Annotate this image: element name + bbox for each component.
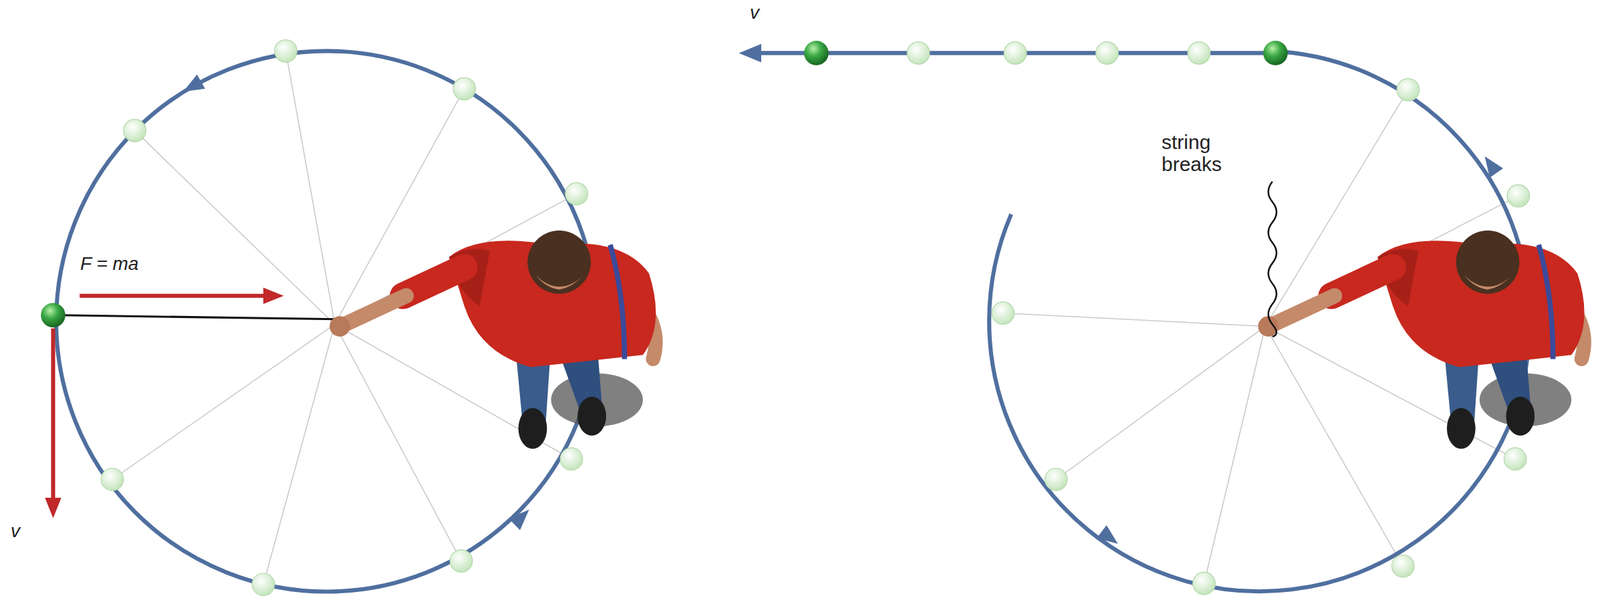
broken-string bbox=[1268, 181, 1277, 337]
direction-arrow bbox=[183, 74, 206, 92]
velocity-arrow bbox=[738, 44, 762, 63]
ball bbox=[40, 302, 66, 328]
force-arrow bbox=[79, 288, 284, 305]
ball bbox=[1263, 40, 1288, 66]
ball bbox=[804, 40, 829, 66]
direction-arrow bbox=[1485, 156, 1504, 178]
velocity-arrow bbox=[44, 328, 61, 519]
direction-arrow bbox=[1096, 525, 1119, 545]
force-label: F = ma bbox=[80, 253, 139, 275]
person bbox=[1257, 230, 1584, 450]
string bbox=[61, 315, 337, 320]
velocity-label: v bbox=[10, 521, 21, 543]
velocity-label: v bbox=[749, 2, 760, 24]
direction-arrow bbox=[508, 509, 530, 531]
annotation: string breaks bbox=[1161, 130, 1242, 176]
person bbox=[329, 230, 656, 450]
